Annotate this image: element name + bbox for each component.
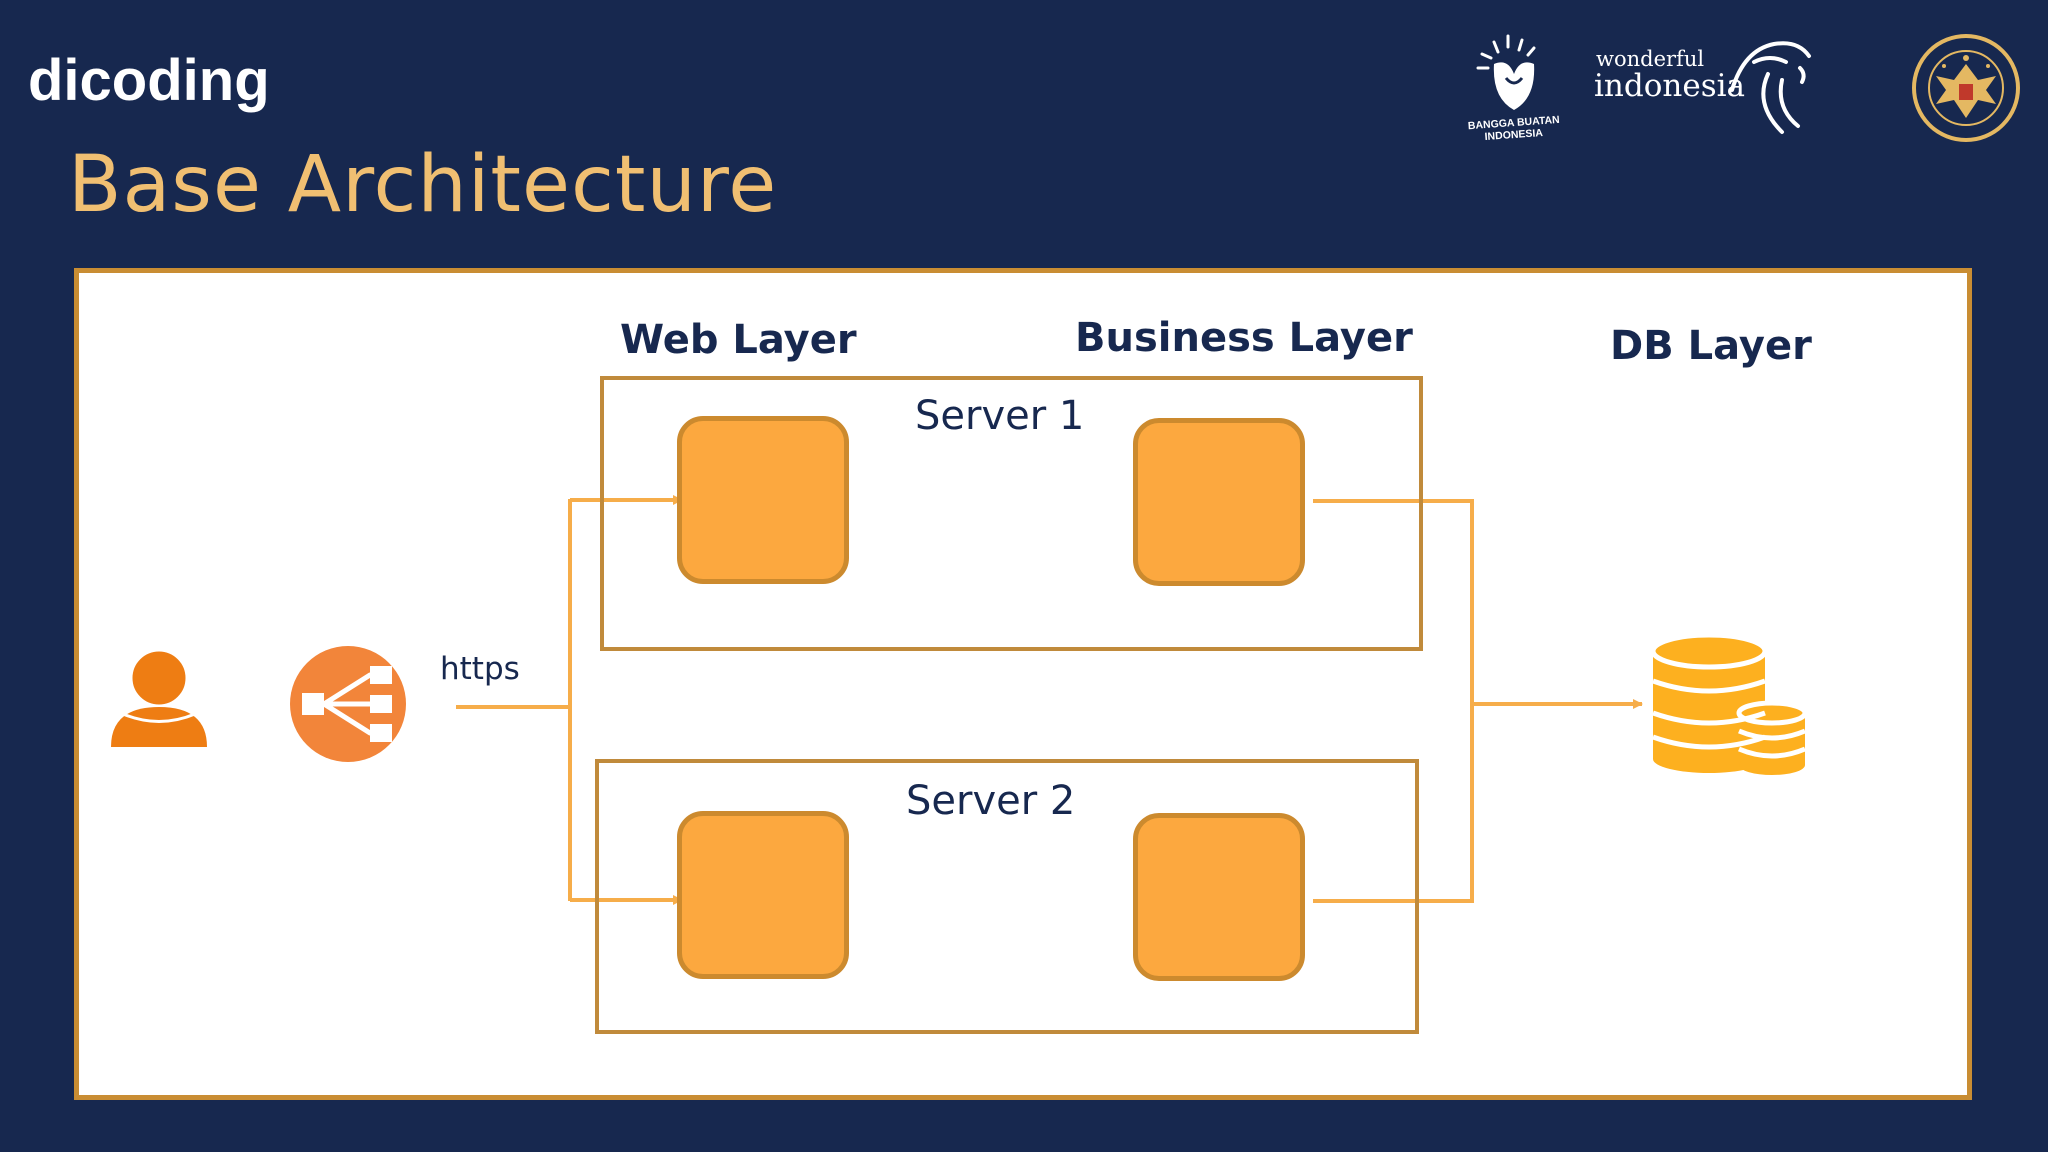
garuda-bird-icon bbox=[1730, 41, 1811, 134]
load-balancer-icon bbox=[290, 646, 406, 762]
bangga-buatan-line-2: INDONESIA bbox=[1484, 127, 1543, 143]
wonderful-word: wonderful bbox=[1596, 47, 1704, 71]
server-2-frame bbox=[595, 759, 1419, 1034]
connector-lines bbox=[456, 495, 1643, 905]
bangga-buatan-logo: BANGGA BUATAN INDONESIA bbox=[1467, 34, 1560, 143]
ministry-emblem bbox=[1912, 34, 2020, 142]
server-2-label: Server 2 bbox=[906, 778, 1076, 824]
architecture-diagram: Web Layer Business Layer DB Layer Server… bbox=[74, 268, 1972, 1100]
brand-name: dicoding bbox=[28, 48, 270, 113]
server-1-business-component bbox=[1133, 418, 1305, 586]
business-to-db-bus bbox=[1313, 499, 1474, 903]
server-1-label: Server 1 bbox=[915, 393, 1085, 439]
db-layer-label: DB Layer bbox=[1610, 323, 1812, 369]
database-icon bbox=[1650, 633, 1808, 775]
server-2-web-component bbox=[677, 811, 849, 979]
wonderful-indonesia-logo: wonderful indonesia bbox=[1594, 41, 1811, 134]
web-layer-label: Web Layer bbox=[620, 317, 857, 363]
user-icon bbox=[111, 649, 207, 747]
server-1-frame bbox=[600, 376, 1423, 651]
server-2-business-component bbox=[1133, 813, 1305, 981]
dicoding-logo: dicoding bbox=[28, 48, 270, 113]
page-title: Base Architecture bbox=[68, 140, 778, 230]
indonesia-word: indonesia bbox=[1594, 68, 1745, 104]
business-layer-label: Business Layer bbox=[1075, 315, 1413, 361]
https-label: https bbox=[440, 651, 520, 687]
partner-logos: BANGGA BUATAN INDONESIA wonderful indone… bbox=[1467, 34, 2020, 143]
server-1-web-component bbox=[677, 416, 849, 584]
